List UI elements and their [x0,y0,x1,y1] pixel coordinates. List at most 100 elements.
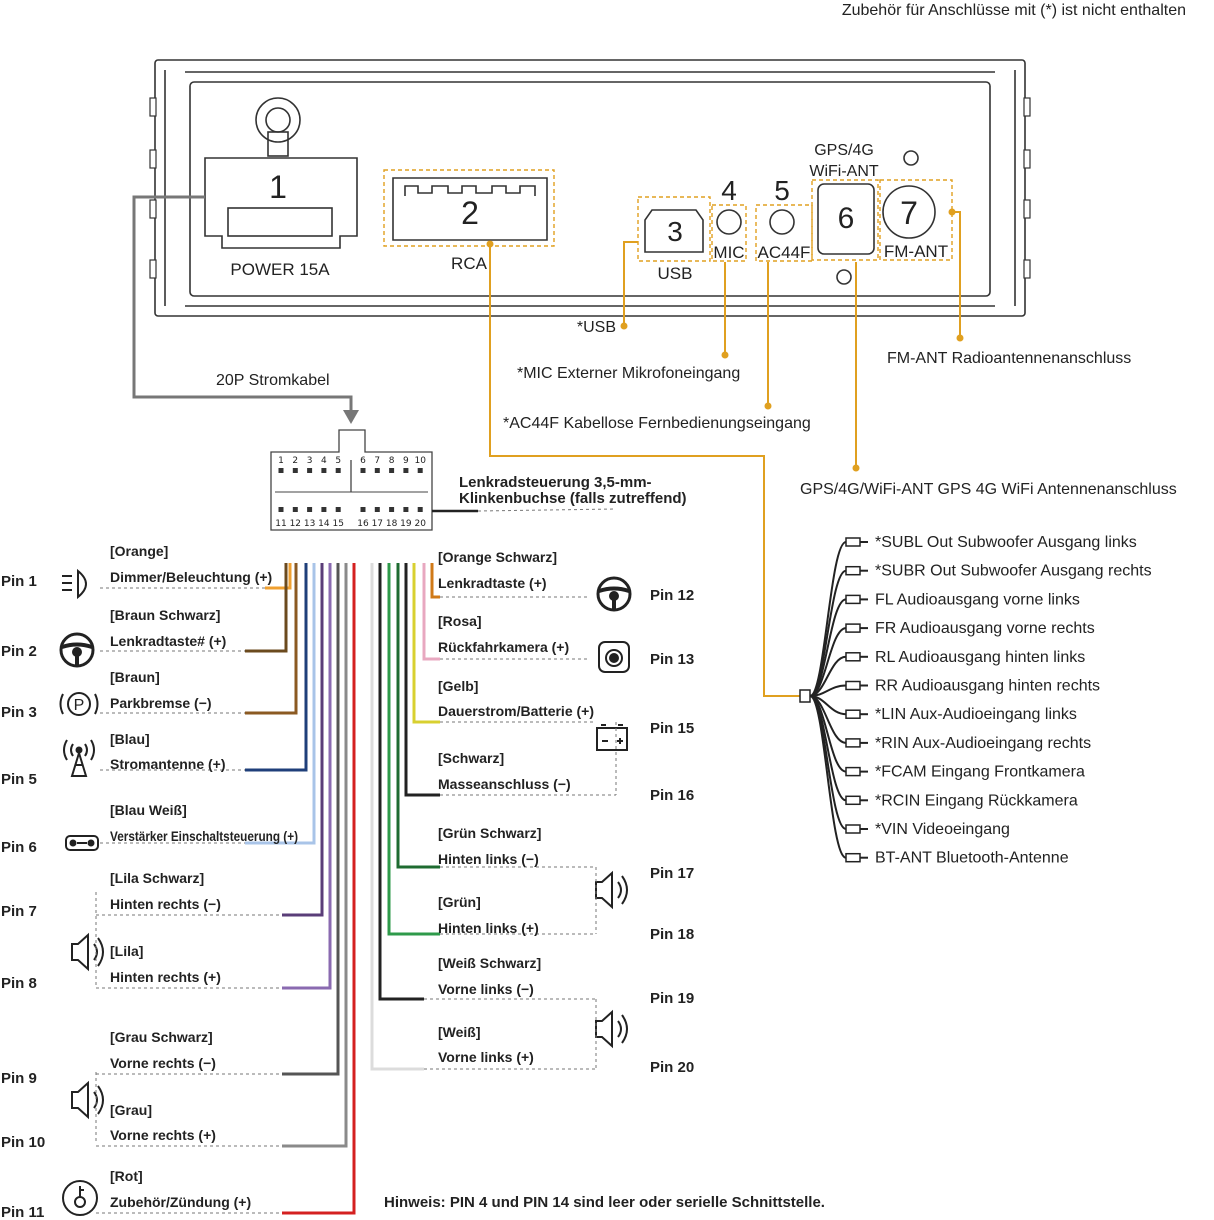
wire-color-label: [Weiß Schwarz] [438,955,541,971]
rca-output-item: *SUBL Out Subwoofer Ausgang links [809,534,1137,697]
usb-port-label: USB [658,264,693,283]
connector-pin-slot [360,468,366,473]
wire-function-label: Zubehör/Zündung (+) [110,1194,251,1210]
wire-color-label: [Rot] [110,1168,143,1184]
wire-color-label: [Blau] [110,731,150,747]
left-pin-group: Pin 2[Braun Schwarz]Lenkradtaste# (+) [1,607,245,668]
speaker-icon [71,1080,104,1120]
wire-function-label: Masseanschluss (−) [438,776,571,792]
rca-harness-plug [799,689,811,703]
wire-color-label: [Weiß] [438,1024,481,1040]
connector-pin-slot [307,468,313,473]
connector-pin-slot [360,507,366,512]
rca-output-label: *SUBL Out Subwoofer Ausgang links [875,534,1137,551]
connector-pin-number: 11 [275,519,286,529]
wire-left [245,563,288,653]
wire-function-label: Vorne links (+) [438,1049,534,1065]
wire-right [412,563,440,724]
mic-port-number: 4 [721,175,737,206]
wire-color-label: [Grün] [438,894,481,910]
rca-plug-icon [845,709,861,719]
connector-pin-number: 6 [360,456,366,466]
steering-wheel-icon [59,632,95,668]
connector-pin-slot [417,507,423,512]
pin-label: Pin 17 [650,865,694,882]
connector-pin-number: 17 [372,519,383,529]
wire-color-label: [Braun] [110,669,160,685]
connector-pin-slot [403,468,409,473]
left-pin-group: Pin 7[Lila Schwarz]Hinten rechts (−) [1,870,282,972]
wire-right [370,563,424,1071]
connector-pin-slot [389,468,395,473]
wire-function-label: Parkbremse (−) [110,695,212,711]
wire-function-label: Vorne links (−) [438,981,534,997]
hint-note: Hinweis: PIN 4 und PIN 14 sind leer oder… [384,1194,825,1211]
wire-function-label: Hinten links (+) [438,920,539,936]
rca-output-label: *VIN Videoeingang [875,821,1010,838]
connector-pin-number: 12 [290,519,301,529]
wire-color-label: [Lila Schwarz] [110,870,204,886]
pin-label: Pin 7 [1,903,37,920]
left-pin-group: Pin 9[Grau Schwarz]Vorne rechts (−) [1,1029,282,1120]
callout-fm: FM-ANT Radioantennenanschluss [887,350,1131,367]
pin-label: Pin 12 [650,587,694,604]
steering-jack-label-2: Klinkenbuchse (falls zutreffend) [459,490,687,507]
connector-pin-slot [278,507,284,512]
rca-output-label: BT-ANT Bluetooth-Antenne [875,850,1069,867]
connector-pin-number: 4 [321,456,327,466]
rca-output-label: *RIN Aux-Audioeingang rechts [875,735,1091,752]
wire-color-label: [Orange Schwarz] [438,549,557,565]
wire-function-label: Hinten links (−) [438,851,539,867]
rca-output-label: *FCAM Eingang Frontkamera [875,764,1085,781]
wire-left [245,563,308,772]
connector-pin-slot [335,507,341,512]
right-pin-group: Pin 16[Schwarz]Masseanschluss (−) [438,750,694,804]
usb-port: 3 USB [637,196,711,283]
left-pin-group: Pin 8[Lila]Hinten rechts (+) [1,943,282,992]
left-pin-group: Pin 1[Orange]Dimmer/Beleuchtung (+) [1,543,272,600]
rca-port-label: RCA [451,254,488,273]
power-cable-line [132,195,353,414]
right-pin-group: Pin 18[Grün]Hinten links (+) [438,894,694,943]
wire-left [282,563,348,1148]
pin-label: Pin 13 [650,651,694,668]
right-pin-group: Pin 17 [Grün Schwarz] Hinten links (−) [438,825,694,910]
rca-plug-icon [845,680,861,691]
rca-cable [809,541,847,697]
pin-label: Pin 2 [1,643,37,660]
gps-port-number: 6 [838,202,855,235]
camera-icon [598,641,630,673]
wire-left [265,563,292,590]
wire-function-label: Stromantenne (+) [110,756,226,772]
left-pin-group: Pin 11[Rot]Zubehör/Zündung (+) [1,1168,282,1220]
wire-color-label: [Lila] [110,943,143,959]
wire-color-label: [Gelb] [438,678,478,694]
left-pin-group: Pin 3[Braun]Parkbremse (−)P [1,669,245,721]
wire-right [387,563,440,936]
steering-wheel-icon [596,576,632,612]
rca-output-label: RR Audioausgang hinten rechts [875,678,1100,695]
connector-pin-number: 1 [278,456,284,466]
rca-output-label: RL Audioausgang hinten links [875,649,1085,666]
connector-pin-number: 10 [414,456,426,466]
connector-pin-slot [292,507,298,512]
rca-output-label: *LIN Aux-Audioeingang links [875,706,1077,723]
wire-right [430,563,440,599]
power-port-label: POWER 15A [230,260,330,279]
callout-lines [489,211,961,697]
wire-color-label: [Grün Schwarz] [438,825,541,841]
pin-label: Pin 6 [1,839,37,856]
right-pin-group: Pin 19[Weiß Schwarz]Vorne links (−) [424,955,694,1049]
connector-pin-number: 14 [318,519,330,529]
wire-function-label: Lenkradtaste (+) [438,575,547,591]
callout-gps: GPS/4G/WiFi-ANT GPS 4G WiFi Antennenansc… [800,481,1177,498]
wire-function-label: Vorne rechts (+) [110,1127,216,1143]
rca-plug-icon [845,565,861,576]
speaker-icon [595,1009,628,1049]
rca-plug-icon [845,594,861,605]
connector-pin-number: 2 [292,456,298,466]
connector-pin-slot [417,468,423,473]
connector-pin-slot [374,468,380,473]
